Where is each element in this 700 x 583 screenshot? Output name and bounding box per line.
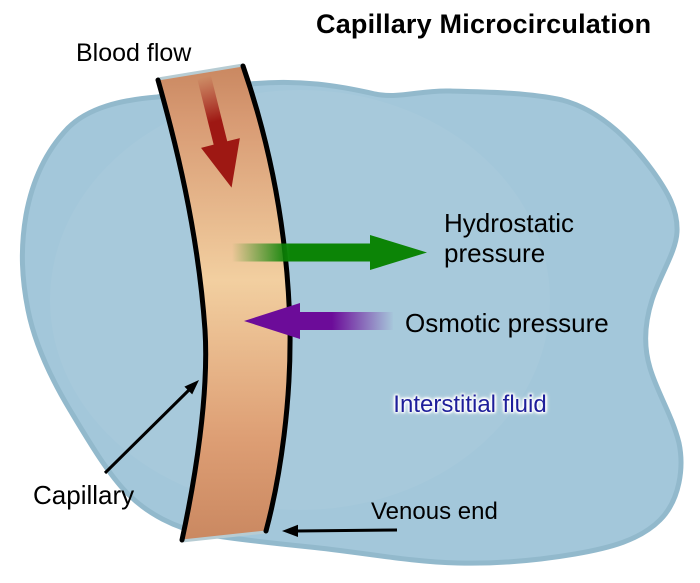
osmotic-pressure-label: Osmotic pressure — [405, 308, 609, 338]
capillary-top-cut-highlight — [157, 63, 244, 81]
blob-inner-highlight — [50, 90, 550, 510]
hydrostatic-pressure-arrow — [232, 235, 427, 270]
page-title: Capillary Microcirculation — [316, 9, 652, 39]
osmotic-pressure-arrow — [244, 303, 393, 339]
blood-flow-arrow — [197, 75, 240, 188]
capillary-tube — [158, 66, 291, 540]
capillary-bottom-cut-highlight — [181, 530, 267, 543]
hydrostatic-pressure-label: Hydrostatic pressure — [444, 208, 575, 268]
capillary-pointer-arrow — [103, 380, 199, 475]
venous-end-label: Venous end — [371, 498, 498, 525]
capillary-label: Capillary — [33, 480, 135, 510]
capillary-left-wall — [155, 77, 209, 543]
blood-flow-label: Blood flow — [76, 39, 192, 67]
venous-end-pointer-arrow — [282, 524, 398, 537]
interstitial-fluid-label: Interstitial fluid — [393, 391, 547, 418]
